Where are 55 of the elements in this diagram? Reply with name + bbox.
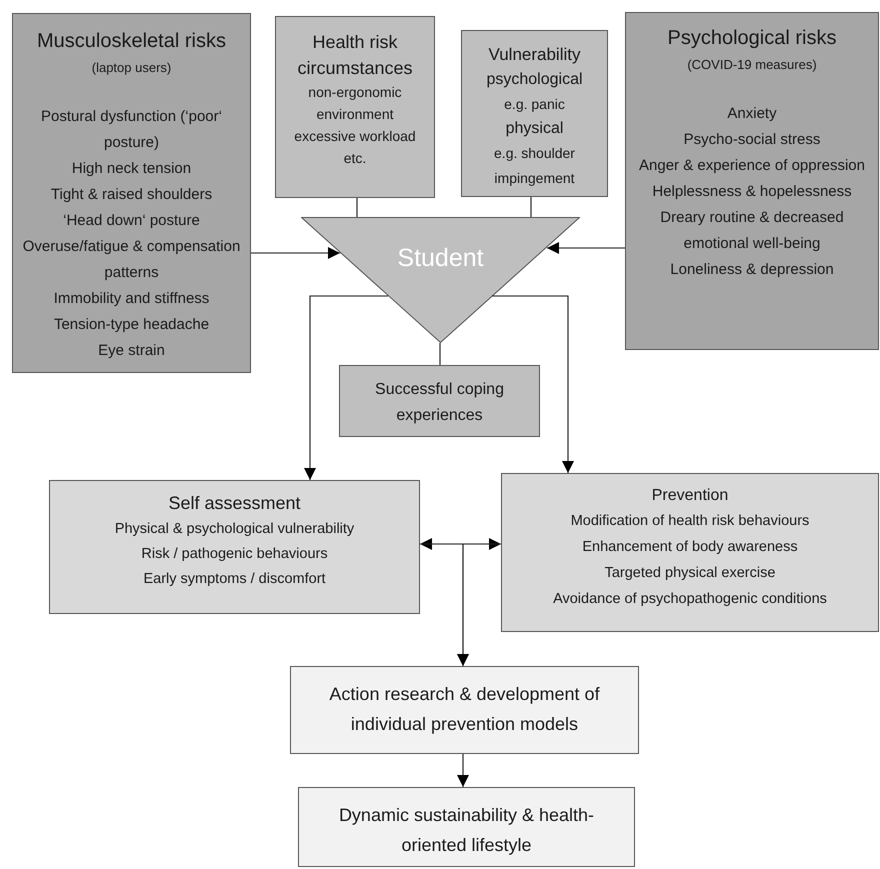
list-item: Early symptoms / discomfort xyxy=(143,570,326,589)
process-box xyxy=(275,16,435,198)
process-box xyxy=(290,666,639,754)
list-item: Loneliness & depression xyxy=(670,260,834,280)
box-text: Action research & development of individual prevention models xyxy=(328,683,601,736)
list-item: Tension-type headache xyxy=(54,315,210,335)
arrow xyxy=(420,538,501,550)
list-item: e.g. panic xyxy=(504,95,565,114)
list-item: Eye strain xyxy=(98,341,165,361)
list-item: Postural dysfunction (‘poor‘ posture) xyxy=(40,107,223,153)
list-item: Helplessness & hopelessness xyxy=(652,182,852,202)
box-title: Self assessment xyxy=(168,492,301,515)
box-title: Musculoskeletal risks xyxy=(37,29,226,54)
box-title: Health risk circumstances xyxy=(296,31,414,80)
arrow xyxy=(492,295,574,473)
list-item: e.g. shoulder impingement xyxy=(493,144,576,188)
list-item: Risk / pathogenic behaviours xyxy=(141,545,328,564)
box-title: Psychological risks xyxy=(668,26,836,51)
list-item: psychological xyxy=(486,70,583,90)
list-item: Overuse/fatigue & compensation patterns xyxy=(22,237,242,283)
list-item: Anger & experience of oppression xyxy=(639,156,865,176)
list-item: Psycho-social stress xyxy=(684,130,820,150)
process-box xyxy=(501,473,879,632)
list-item: physical xyxy=(506,119,564,139)
arrow xyxy=(547,242,625,254)
list-item: High neck tension xyxy=(72,159,192,179)
list-item: Modification of health risk behaviours xyxy=(570,512,810,531)
box-text: Dynamic sustainability & health-oriented lifestyle xyxy=(338,804,596,857)
box-title: Vulnerability xyxy=(488,44,580,66)
box-subtitle: (laptop users) xyxy=(92,59,172,77)
list-item: Tight & raised shoulders xyxy=(50,185,212,205)
list-item: Dreary routine & decreased emotional well-being xyxy=(659,208,845,254)
list-item: etc. xyxy=(344,149,366,168)
list-item: Anxiety xyxy=(727,104,777,124)
arrow xyxy=(457,543,501,666)
process-box xyxy=(339,365,540,437)
process-box xyxy=(12,13,251,373)
shape-label: Student xyxy=(397,243,484,273)
process-box xyxy=(49,480,420,614)
arrow xyxy=(251,247,340,259)
list-item: Avoidance of psychopathogenic conditions xyxy=(553,590,827,609)
process-box xyxy=(298,787,635,867)
list-item: ‘Head down‘ posture xyxy=(63,211,200,231)
list-item: Targeted physical exercise xyxy=(604,564,776,583)
list-item: Immobility and stiffness xyxy=(54,289,210,309)
list-item: excessive workload xyxy=(294,127,416,146)
arrow xyxy=(457,754,469,787)
box-subtitle: (COVID-19 measures) xyxy=(687,56,817,74)
box-text: Successful coping experiences xyxy=(374,380,505,426)
box-title: Prevention xyxy=(652,486,728,506)
process-box xyxy=(461,30,608,197)
process-box xyxy=(625,12,879,350)
list-item: Physical & psychological vulnerability xyxy=(114,520,354,539)
arrow xyxy=(304,295,388,480)
list-item: Enhancement of body awareness xyxy=(582,538,798,557)
